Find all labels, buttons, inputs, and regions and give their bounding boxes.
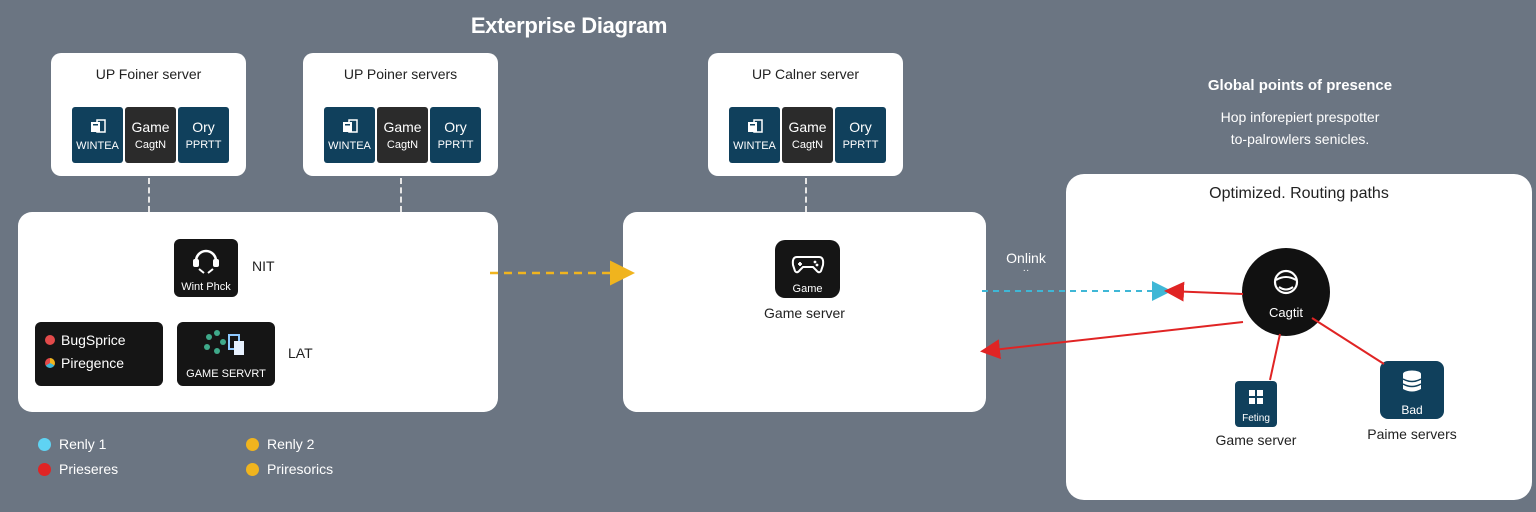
presence-subtitle-2: to-palrowlers senicles.	[1230, 131, 1370, 147]
tile-line: Piregence	[61, 355, 125, 371]
chip-ory[interactable]: Ory PPRTT	[835, 107, 886, 163]
server-rack-icon	[342, 118, 358, 133]
tile-game-servrt[interactable]: GAME SERVRT	[177, 322, 275, 386]
tile-side-label: LAT	[288, 345, 313, 361]
chip-label: WINTEA	[733, 139, 776, 152]
chip-label: PPRTT	[437, 138, 474, 151]
hub-label: Cagtit	[1269, 305, 1303, 320]
legend-item: Renly 1	[38, 436, 106, 452]
legend-label: Priresorics	[267, 461, 334, 477]
node-caption: Game server	[1215, 432, 1297, 448]
legend-dot	[246, 437, 259, 451]
tile-label: GAME SERVRT	[186, 368, 266, 380]
connector-dashed	[148, 178, 150, 212]
chip-row: WINTEA Game Cagt​N Ory PPRTT	[729, 107, 886, 163]
headset-icon	[193, 249, 219, 274]
chip-label-top: Ory	[849, 118, 872, 135]
left-region-box[interactable]: Wint Phck NIT BugSprice Piregence GAME S…	[18, 212, 498, 412]
chip-server[interactable]: WINTEA	[729, 107, 780, 163]
chip-label-top: Game	[788, 118, 827, 135]
tile-bugsprice[interactable]: BugSprice Piregence	[35, 322, 163, 386]
chip-label: Cagt​N	[386, 138, 419, 151]
windows-icon	[1249, 390, 1263, 404]
legend-label: Renly 1	[59, 436, 107, 452]
tile-label: Game	[792, 283, 823, 295]
dot-icon	[45, 358, 55, 368]
legend-item: Prieseres	[38, 461, 118, 477]
chip-ory[interactable]: Ory PPRTT	[430, 107, 481, 163]
diagram-title: Exterprise Diagram	[470, 13, 668, 38]
middle-game-server-box[interactable]: Game Game server	[623, 212, 986, 412]
chip-label-top: Game	[383, 118, 422, 135]
chip-server[interactable]: WINTEA	[72, 107, 123, 163]
globe-icon	[1273, 269, 1299, 295]
game-server-icon-tile[interactable]: Game	[775, 240, 840, 298]
node-icon-label: Bad	[1401, 403, 1423, 417]
node-caption: Paime servers	[1367, 426, 1457, 442]
node-windows[interactable]: Feting	[1235, 381, 1277, 427]
node-database[interactable]: Bad	[1380, 361, 1444, 419]
presence-heading: Global points of presence	[1207, 77, 1393, 94]
tile-wint-phck[interactable]: Wint Phck	[174, 239, 238, 297]
chip-label: WINTEA	[76, 139, 119, 152]
connector-dashed	[805, 178, 807, 212]
game-server-caption: Game server	[764, 305, 845, 321]
top-card-title: UP Calner server	[751, 66, 860, 82]
chip-ory[interactable]: Ory PPRTT	[178, 107, 229, 163]
tile-row: Piregence	[45, 355, 163, 371]
chip-row: WINTEA Game Cagt​N Ory PPRTT	[72, 107, 229, 163]
legend-dot	[38, 462, 51, 476]
chip-label-top: Ory	[192, 118, 215, 135]
legend-item: Priresorics	[246, 461, 333, 477]
chip-server[interactable]: WINTEA	[324, 107, 375, 163]
top-card-3[interactable]: UP Calner server WINTEA Game Cagt​N Ory …	[708, 53, 903, 176]
legend-dot	[246, 462, 259, 476]
red-link-hub-to-database	[1311, 317, 1385, 365]
red-link-hub-to-windows	[1269, 333, 1281, 381]
routing-paths-box[interactable]: Optimized. Routing paths Cagtit Feting G…	[1066, 174, 1532, 500]
legend-label: Prieseres	[59, 461, 119, 477]
legend-label: Renly 2	[267, 436, 315, 452]
top-card-2[interactable]: UP Poiner servers WINTEA Game Cagt​N Ory…	[303, 53, 498, 176]
hub-node[interactable]: Cagtit	[1242, 248, 1330, 336]
server-rack-icon	[90, 118, 106, 133]
tile-side-label: NIT	[252, 258, 275, 274]
database-icon	[1402, 370, 1422, 392]
red-arrow-hub-to-link	[1164, 281, 1244, 302]
network-icon	[204, 330, 244, 355]
red-arrow-hub-to-middle	[980, 321, 1244, 360]
dot-icon	[45, 335, 55, 345]
chip-label: PPRTT	[185, 138, 222, 151]
legend: Renly 1 Renly 2 Prieseres Priresorics	[38, 436, 378, 486]
tile-line: BugSprice	[61, 332, 126, 348]
chip-label: WINTEA	[328, 139, 371, 152]
legend-dot	[38, 437, 51, 451]
chip-label: Cagt​N	[134, 138, 167, 151]
chip-label: PPRTT	[842, 138, 879, 151]
tile-label: Wint Phck	[181, 281, 231, 293]
gamepad-icon	[791, 256, 825, 274]
node-icon-label: Feting	[1242, 413, 1270, 424]
routing-box-title: Optimized. Routing paths	[1209, 185, 1389, 202]
legend-item: Renly 2	[246, 436, 314, 452]
connector-dashed	[400, 178, 402, 212]
chip-label-top: Game	[131, 118, 170, 135]
chip-row: WINTEA Game Cagt​N Ory PPRTT	[324, 107, 481, 163]
top-card-title: UP Poiner servers	[343, 66, 458, 82]
chip-label-top: Ory	[444, 118, 467, 135]
top-card-title: UP Foiner server	[95, 66, 202, 82]
chip-game[interactable]: Game Cagt​N	[125, 107, 176, 163]
tile-row: BugSprice	[45, 332, 163, 348]
chip-game[interactable]: Game Cagt​N	[377, 107, 428, 163]
chip-label: Cagt​N	[791, 138, 824, 151]
onlink-sublabel: ··	[1022, 265, 1030, 276]
onlink-label: Onlink	[1006, 250, 1046, 266]
server-rack-icon	[747, 118, 763, 133]
chip-game[interactable]: Game Cagt​N	[782, 107, 833, 163]
top-card-1[interactable]: UP Foiner server WINTEA Game Cagt​N Ory …	[51, 53, 246, 176]
presence-subtitle-1: Hop inforepiert prespotter	[1220, 109, 1380, 125]
